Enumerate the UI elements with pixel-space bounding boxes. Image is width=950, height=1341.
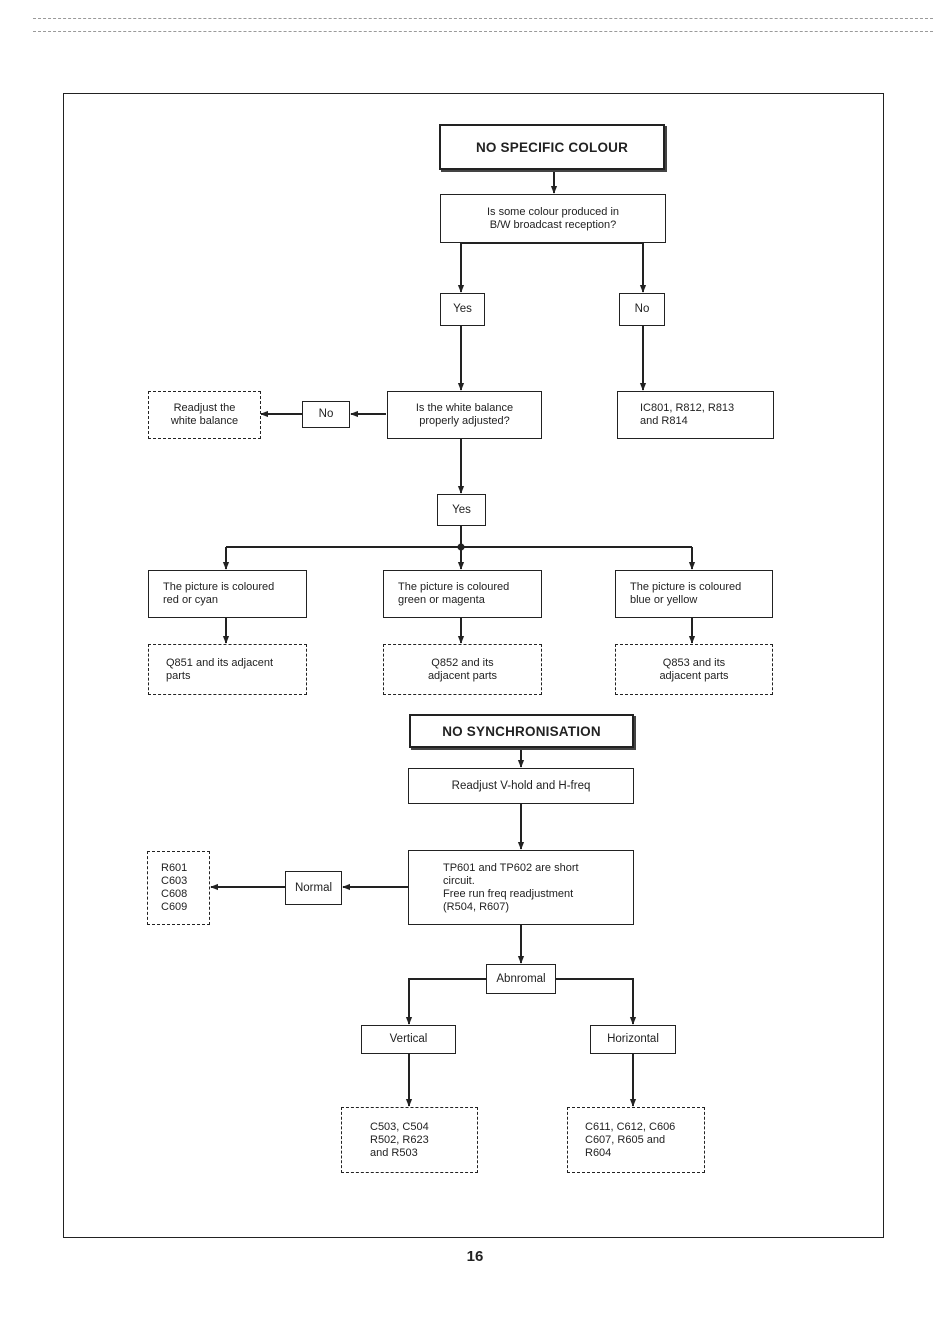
no-synchronisation-title: NO SYNCHRONISATION bbox=[409, 714, 634, 748]
no-label-1: No bbox=[619, 293, 665, 326]
colour-question-box: Is some colour produced in B/W broadcast… bbox=[440, 194, 666, 243]
no-label-2: No bbox=[302, 401, 350, 428]
wire-abnormal-right bbox=[556, 978, 637, 1025]
q852-parts-box: Q852 and its adjacent parts bbox=[383, 644, 542, 695]
readjust-white-balance-box: Readjust the white balance bbox=[148, 391, 261, 439]
vertical-label: Vertical bbox=[361, 1025, 456, 1054]
abnormal-label: Abnromal bbox=[486, 964, 556, 994]
no-specific-colour-title: NO SPECIFIC COLOUR bbox=[439, 124, 665, 170]
ic801-parts-box: IC801, R812, R813 and R814 bbox=[617, 391, 774, 439]
q853-parts-box: Q853 and its adjacent parts bbox=[615, 644, 773, 695]
junction-dot bbox=[457, 543, 465, 551]
wire-abnormal-left bbox=[405, 978, 486, 1025]
horizontal-label: Horizontal bbox=[590, 1025, 676, 1054]
r601-parts-box: R601 C603 C608 C609 bbox=[147, 851, 210, 925]
readjust-vhold-box: Readjust V-hold and H-freq bbox=[408, 768, 634, 804]
c503-parts-box: C503, C504 R502, R623 and R503 bbox=[341, 1107, 478, 1173]
blue-yellow-box: The picture is coloured blue or yellow bbox=[615, 570, 773, 618]
c611-parts-box: C611, C612, C606 C607, R605 and R604 bbox=[567, 1107, 705, 1173]
normal-label: Normal bbox=[285, 871, 342, 905]
wire-q-colour-branch bbox=[460, 242, 644, 292]
yes-label-2: Yes bbox=[437, 494, 486, 526]
header-rule-top bbox=[33, 18, 933, 19]
yes-label-1: Yes bbox=[440, 293, 485, 326]
diagram-frame bbox=[63, 93, 884, 1238]
green-magenta-box: The picture is coloured green or magenta bbox=[383, 570, 542, 618]
q851-parts-box: Q851 and its adjacent parts bbox=[148, 644, 307, 695]
header-rule-bottom bbox=[33, 31, 933, 32]
white-balance-question-box: Is the white balance properly adjusted? bbox=[387, 391, 542, 439]
red-cyan-box: The picture is coloured red or cyan bbox=[148, 570, 307, 618]
page-number: 16 bbox=[466, 1248, 484, 1265]
tp601-box: TP601 and TP602 are short circuit. Free … bbox=[408, 850, 634, 925]
